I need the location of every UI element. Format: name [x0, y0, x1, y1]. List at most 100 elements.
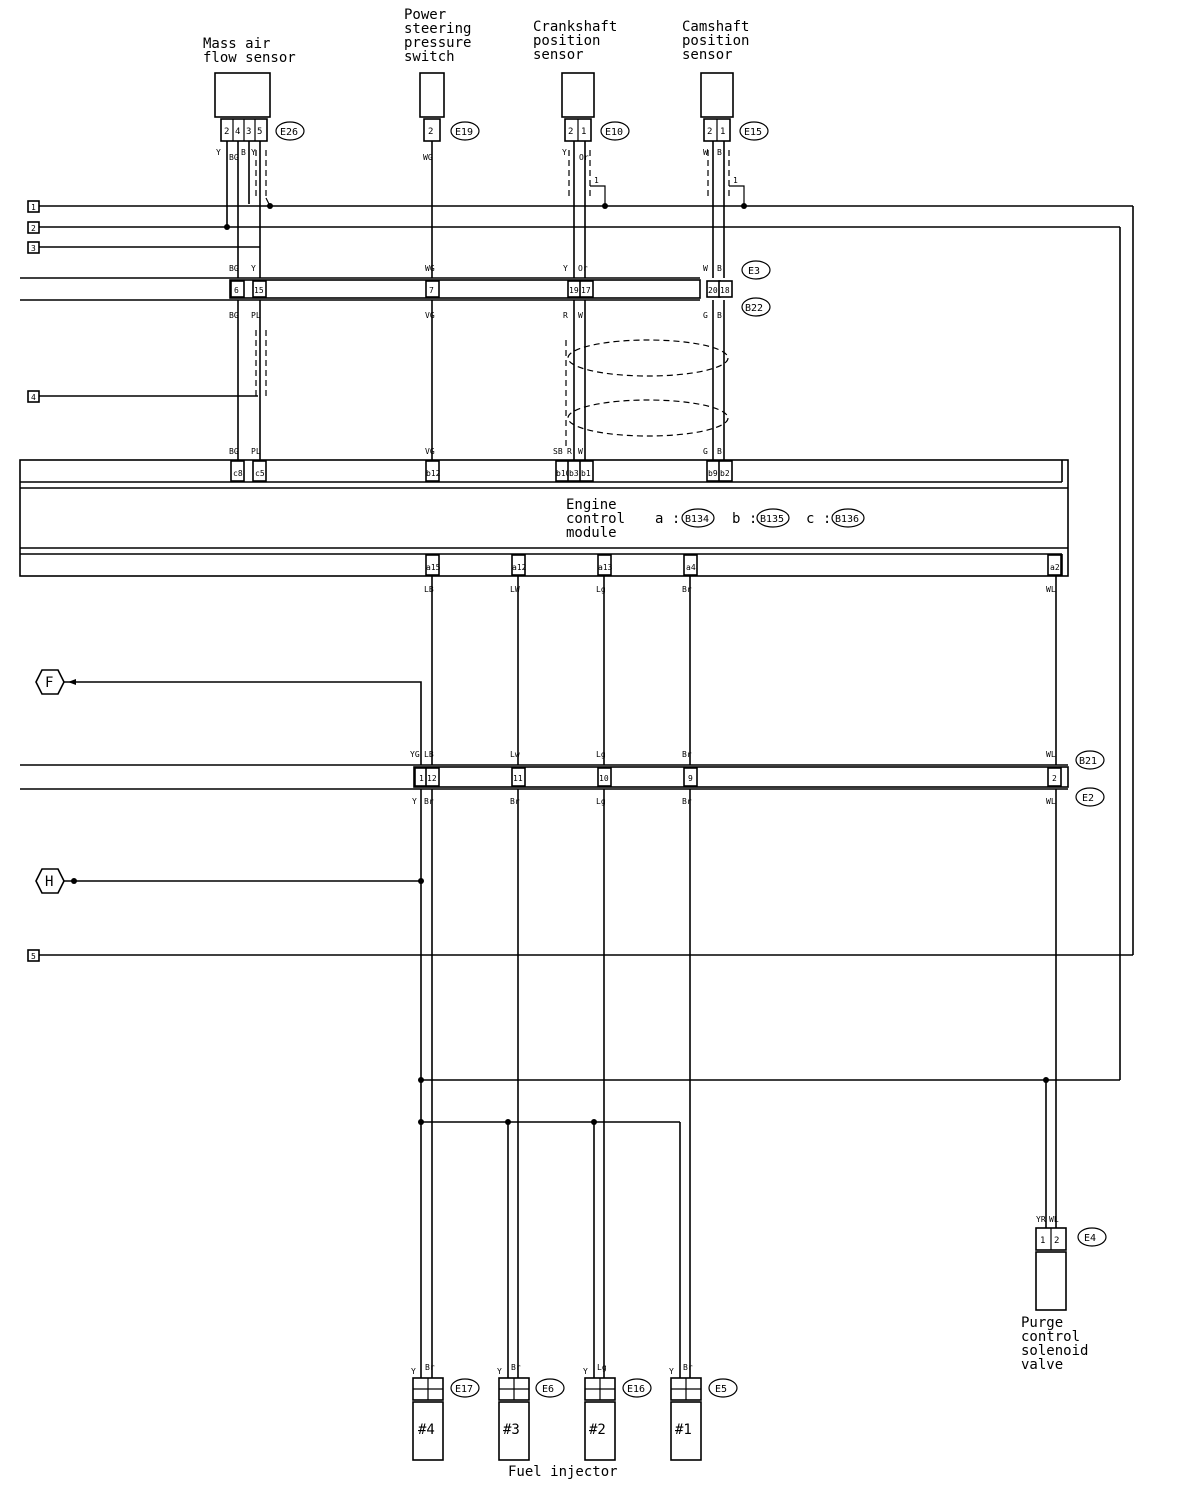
svg-text:b1: b1: [581, 469, 591, 478]
ps-connector-pin: 2: [428, 127, 433, 137]
b21-connector-tag: [1075, 750, 1105, 770]
svg-text:Y: Y: [563, 264, 568, 273]
svg-text:a13: a13: [598, 563, 613, 572]
svg-text:Lg: Lg: [596, 797, 606, 806]
svg-text:B22: B22: [745, 303, 763, 314]
svg-text:18: 18: [720, 286, 730, 295]
svg-text:2: 2: [568, 127, 573, 137]
svg-text:20: 20: [708, 286, 718, 295]
maf-connector-tag: [275, 121, 305, 141]
maf-connector-pins: 2 4 3 5: [224, 127, 262, 137]
svg-text:E4: E4: [1084, 1233, 1096, 1244]
svg-text:a15: a15: [426, 563, 441, 572]
svg-text:E16: E16: [627, 1384, 645, 1395]
svg-text:Or: Or: [578, 264, 588, 273]
svg-text:17: 17: [581, 286, 591, 295]
svg-text:b3: b3: [569, 469, 579, 478]
svg-text:Engine: Engine: [566, 497, 617, 513]
svg-text:Y: Y: [412, 797, 417, 806]
e3-connector-tag: [741, 260, 771, 280]
svg-text:Camshaft: Camshaft: [682, 19, 749, 35]
svg-text:E5: E5: [715, 1384, 727, 1395]
svg-text:E6: E6: [542, 1384, 554, 1395]
svg-text:flow sensor: flow sensor: [203, 50, 296, 66]
svg-text:1: 1: [419, 774, 424, 783]
svg-text:B: B: [717, 148, 722, 157]
terminal-1: 1: [27, 200, 40, 213]
svg-text:2: 2: [1052, 774, 1057, 783]
svg-text:BG: BG: [229, 311, 239, 320]
svg-text:BG: BG: [229, 264, 239, 273]
svg-text:YR: YR: [1036, 1215, 1046, 1224]
svg-text:1: 1: [1040, 1236, 1045, 1246]
svg-text:B21: B21: [1079, 756, 1097, 767]
crank-sensor-body: [561, 72, 595, 118]
svg-text:Y: Y: [562, 148, 567, 157]
maf-sensor-label: Mass air flow sensor: [203, 36, 296, 66]
svg-text:E17: E17: [455, 1384, 473, 1395]
svg-text:B: B: [241, 148, 246, 157]
svg-text:BG: BG: [229, 447, 239, 456]
svg-text:W: W: [578, 311, 583, 320]
svg-text:#1: #1: [675, 1422, 692, 1438]
svg-text:WL: WL: [1046, 750, 1056, 759]
injector-4: Y Br #4 E17: [411, 1363, 480, 1461]
svg-text:YG: YG: [410, 750, 420, 759]
svg-text:6: 6: [234, 286, 239, 295]
svg-text:3: 3: [246, 127, 251, 137]
svg-text:5: 5: [31, 952, 36, 961]
svg-text:VG: VG: [425, 447, 435, 456]
svg-text:B: B: [717, 311, 722, 320]
svg-text:Y: Y: [411, 1367, 416, 1376]
terminal-5: 5: [27, 949, 40, 962]
svg-text:Y: Y: [497, 1367, 502, 1376]
svg-text:E19: E19: [455, 127, 473, 138]
b21-e2-connector: [413, 766, 1069, 788]
svg-text:B: B: [717, 447, 722, 456]
svg-text:position: position: [533, 33, 600, 49]
svg-text:2: 2: [707, 127, 712, 137]
svg-text:4: 4: [31, 393, 36, 402]
svg-text:W: W: [703, 148, 708, 157]
svg-text:a12: a12: [512, 563, 527, 572]
svg-text:Power: Power: [404, 7, 446, 23]
svg-text:Crankshaft: Crankshaft: [533, 19, 617, 35]
svg-text:b9: b9: [708, 469, 718, 478]
svg-text:switch: switch: [404, 49, 455, 65]
svg-text:WL: WL: [1046, 585, 1056, 594]
e3-b22-connector: [229, 279, 701, 299]
svg-text:10: 10: [599, 774, 609, 783]
ps-connector-tag: [450, 121, 480, 141]
shield-loop-lower: [567, 399, 729, 437]
svg-text:H: H: [45, 874, 53, 890]
ecm-module: [19, 459, 1069, 577]
svg-text:Br: Br: [682, 585, 692, 594]
svg-text:E26: E26: [280, 127, 298, 138]
svg-text:control: control: [566, 511, 625, 527]
ecm-label: Engine control module a : B134 b : B135 …: [566, 497, 865, 541]
svg-text:Lg: Lg: [597, 1363, 607, 1372]
svg-text:Br: Br: [683, 1363, 693, 1372]
svg-text:pressure: pressure: [404, 35, 471, 51]
svg-text:sensor: sensor: [682, 47, 733, 63]
svg-text:15: 15: [254, 286, 264, 295]
svg-text:a4: a4: [686, 563, 696, 572]
crankshaft-sensor-label: Crankshaft position sensor: [533, 19, 617, 63]
ecm-bottom-wire-labels: LB LW Lg Br WL: [424, 585, 1056, 594]
shield-loop-upper: [567, 339, 729, 377]
svg-text:Or: Or: [579, 153, 589, 162]
svg-text:WL: WL: [1049, 1215, 1059, 1224]
svg-text:Br: Br: [682, 750, 692, 759]
terminal-h: H: [35, 868, 65, 894]
svg-text:9: 9: [688, 774, 693, 783]
svg-text:BG: BG: [229, 153, 239, 162]
injector-3: Y Br #3 E6: [497, 1363, 565, 1461]
svg-text:Br: Br: [682, 797, 692, 806]
b22-connector-tag: [741, 297, 771, 317]
svg-text:1: 1: [720, 127, 725, 137]
svg-text:4: 4: [235, 127, 240, 137]
sensor-wire-labels: Y BG B Y WG Y Or W B: [216, 148, 722, 162]
svg-text:b2: b2: [720, 469, 730, 478]
svg-text:VG: VG: [425, 311, 435, 320]
svg-text:c5: c5: [255, 469, 265, 478]
